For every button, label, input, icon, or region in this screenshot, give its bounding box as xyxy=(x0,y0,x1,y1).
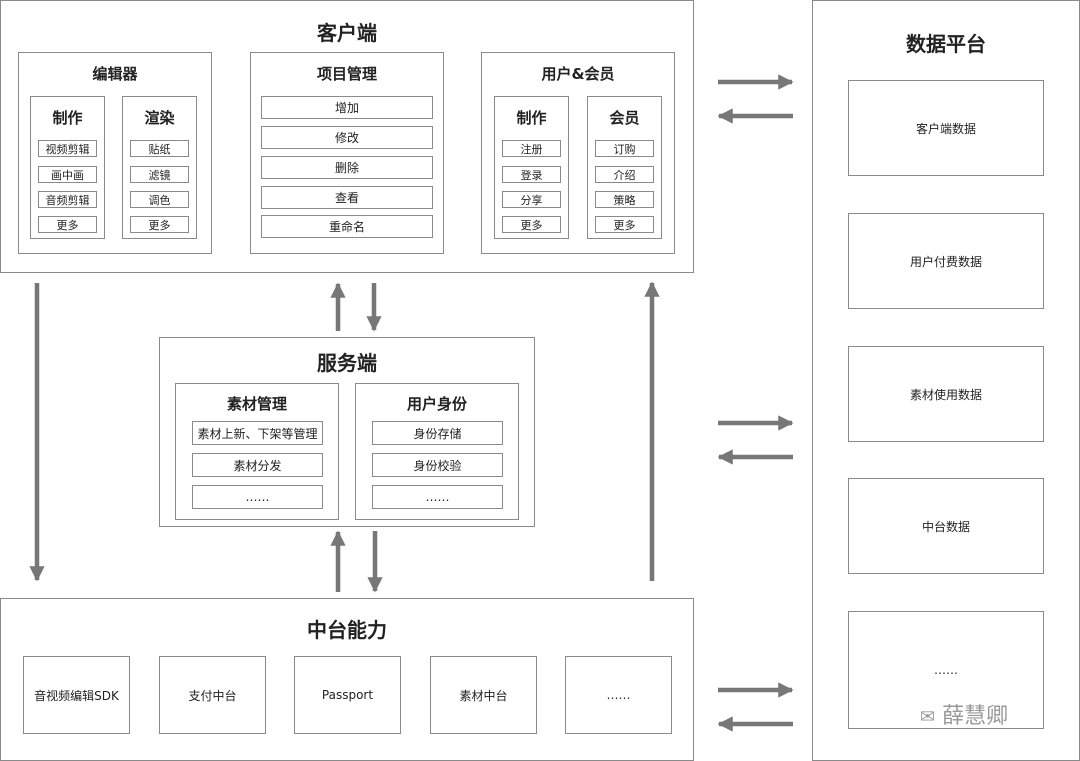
member-title: 会员 xyxy=(609,109,640,127)
project-item: 查看 xyxy=(261,186,433,209)
editor-make-title: 制作 xyxy=(52,109,83,127)
editor-render-item: 贴纸 xyxy=(130,140,189,157)
watermark-text: 薛慧卿 xyxy=(942,704,1009,729)
data-platform-item: 中台数据 xyxy=(848,478,1044,574)
material-title: 素材管理 xyxy=(226,395,287,413)
editor-make-item: 视频剪辑 xyxy=(38,140,97,157)
middle-platform-title: 中台能力 xyxy=(307,618,387,642)
project-item: 增加 xyxy=(261,96,433,119)
editor-make-item: 音频剪辑 xyxy=(38,191,97,208)
data-platform-item: 用户付费数据 xyxy=(848,213,1044,309)
editor-render-item: 调色 xyxy=(130,191,189,208)
project-item: 重命名 xyxy=(261,215,433,238)
user-make-item: 分享 xyxy=(502,191,561,208)
member-item: 订购 xyxy=(595,140,654,157)
data-platform-title: 数据平台 xyxy=(906,32,986,56)
editor-render-item: 更多 xyxy=(130,216,189,233)
identity-item: …… xyxy=(372,485,503,509)
identity-item: 身份校验 xyxy=(372,453,503,477)
material-item: …… xyxy=(192,485,323,509)
user-make-title: 制作 xyxy=(516,109,547,127)
member-item: 介绍 xyxy=(595,166,654,183)
data-platform-item: 客户端数据 xyxy=(848,80,1044,176)
middle-platform-item: Passport xyxy=(294,656,401,734)
server-title: 服务端 xyxy=(317,351,377,375)
project-title: 项目管理 xyxy=(316,65,377,83)
project-item: 删除 xyxy=(261,156,433,179)
editor-render-item: 滤镜 xyxy=(130,166,189,183)
project-item: 修改 xyxy=(261,126,433,149)
data-platform-item: …… xyxy=(848,611,1044,729)
user-make-item: 登录 xyxy=(502,166,561,183)
user-member-title: 用户&会员 xyxy=(541,65,615,83)
editor-make-item: 画中画 xyxy=(38,166,97,183)
client-title: 客户端 xyxy=(317,21,377,45)
material-item: 素材分发 xyxy=(192,453,323,477)
member-item: 策略 xyxy=(595,191,654,208)
identity-item: 身份存储 xyxy=(372,421,503,445)
middle-platform-item: 音视频编辑SDK xyxy=(23,656,130,734)
data-platform-item: 素材使用数据 xyxy=(848,346,1044,442)
editor-render-title: 渲染 xyxy=(144,109,175,127)
user-make-item: 更多 xyxy=(502,216,561,233)
user-make-item: 注册 xyxy=(502,140,561,157)
editor-title: 编辑器 xyxy=(92,65,138,83)
member-item: 更多 xyxy=(595,216,654,233)
identity-title: 用户身份 xyxy=(406,395,467,413)
material-item: 素材上新、下架等管理 xyxy=(192,421,323,445)
middle-platform-item: 支付中台 xyxy=(159,656,266,734)
wechat-icon: ✉ xyxy=(920,706,936,728)
middle-platform-item: 素材中台 xyxy=(430,656,537,734)
watermark: ✉ 薛慧卿 xyxy=(920,698,1008,730)
editor-make-item: 更多 xyxy=(38,216,97,233)
middle-platform-item: …… xyxy=(565,656,672,734)
